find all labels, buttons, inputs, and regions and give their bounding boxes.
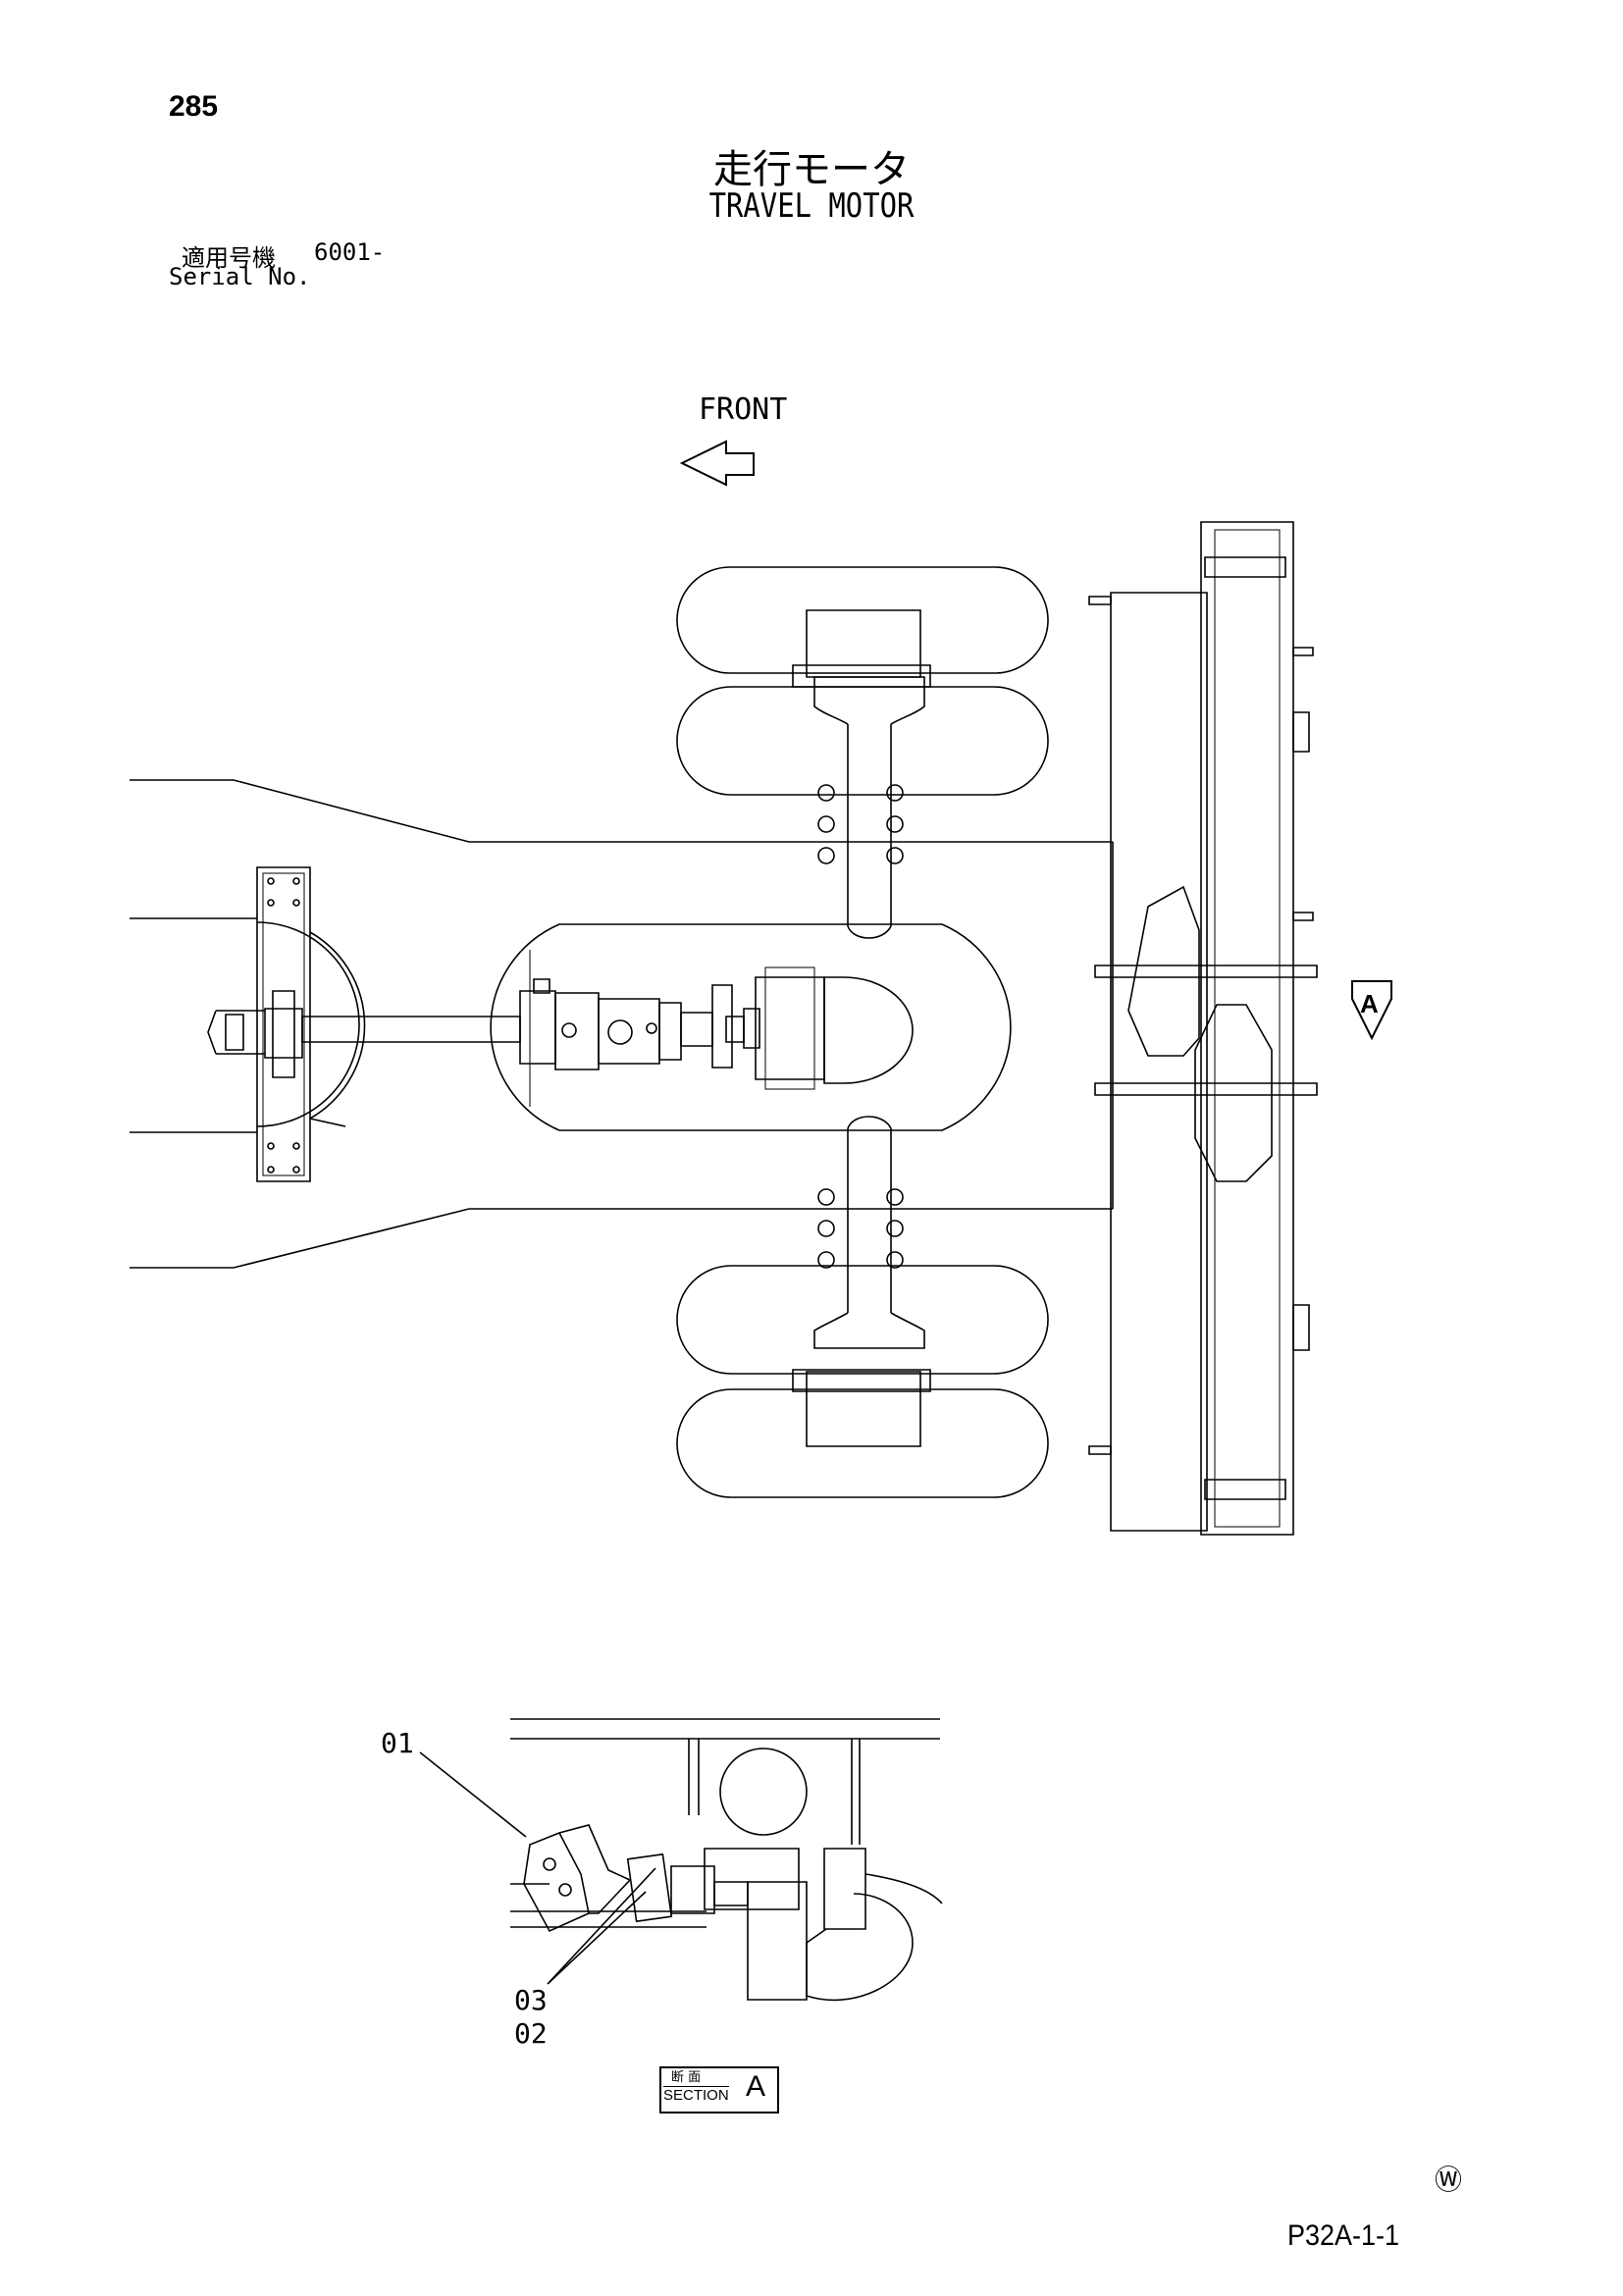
serial-label-english: Serial No. bbox=[169, 263, 311, 290]
section-label-box bbox=[659, 2066, 779, 2113]
axle-housing-oval bbox=[491, 924, 1011, 1130]
front-label: FRONT bbox=[699, 392, 788, 427]
section-label-japanese: 断 面 bbox=[671, 2070, 702, 2085]
section-letter: A bbox=[746, 2070, 766, 2103]
section-a-view bbox=[420, 1719, 942, 2000]
callout-03: 03 bbox=[514, 1984, 548, 2016]
side-beam bbox=[1089, 522, 1317, 1535]
document-code: P32A-1-1 bbox=[1287, 2219, 1400, 2252]
callout-02: 02 bbox=[514, 2017, 548, 2050]
tires bbox=[677, 567, 1048, 1497]
serial-value: 6001- bbox=[314, 238, 386, 266]
chassis-frame bbox=[130, 780, 1113, 1268]
title-japanese: 走行モータ bbox=[713, 147, 910, 192]
front-arrow-icon bbox=[682, 442, 754, 485]
rear-flange bbox=[208, 867, 365, 1181]
serial-label-japanese: 適用号機 bbox=[182, 244, 276, 272]
w-mark: Ⓦ bbox=[1435, 2164, 1463, 2196]
title-english: TRAVEL MOTOR bbox=[708, 186, 915, 226]
travel-motor bbox=[520, 967, 824, 1089]
section-label-english: SECTION bbox=[663, 2086, 729, 2104]
axle bbox=[793, 610, 930, 1446]
view-arrow-icon bbox=[1352, 981, 1391, 1038]
view-a-label: A bbox=[1360, 989, 1379, 1018]
page-number: 285 bbox=[169, 90, 219, 123]
callout-01: 01 bbox=[381, 1727, 414, 1759]
drive-shaft bbox=[302, 1017, 520, 1042]
